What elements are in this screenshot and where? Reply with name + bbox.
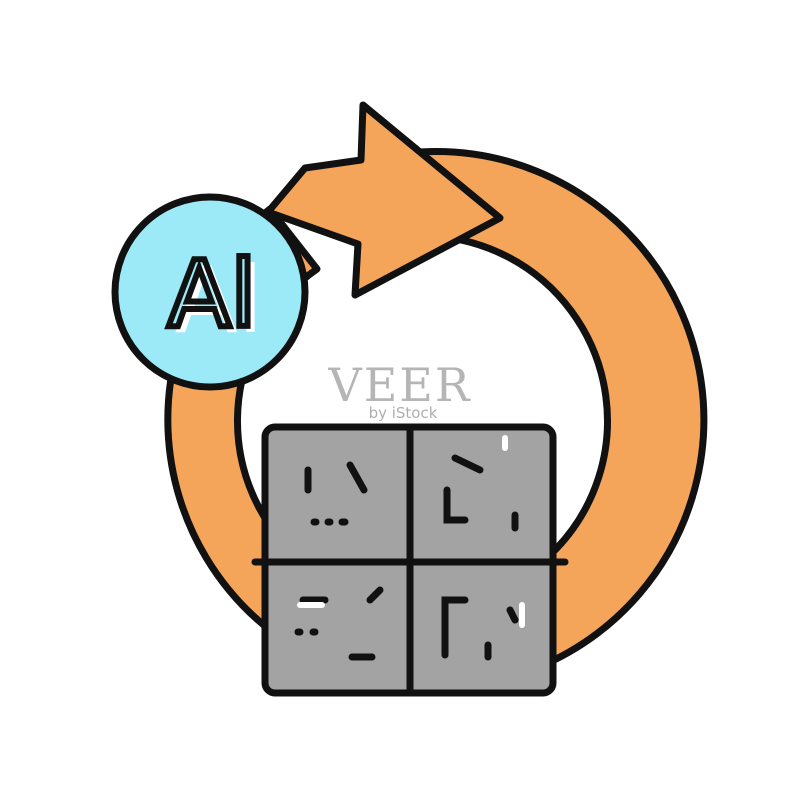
element-symbol: Al (168, 241, 257, 348)
aluminium-badge-icon: Al Al (111, 193, 309, 391)
element-symbol-highlight: Al (175, 247, 264, 354)
aluminium-blocks-icon (251, 423, 569, 697)
arrow-head (264, 101, 504, 299)
